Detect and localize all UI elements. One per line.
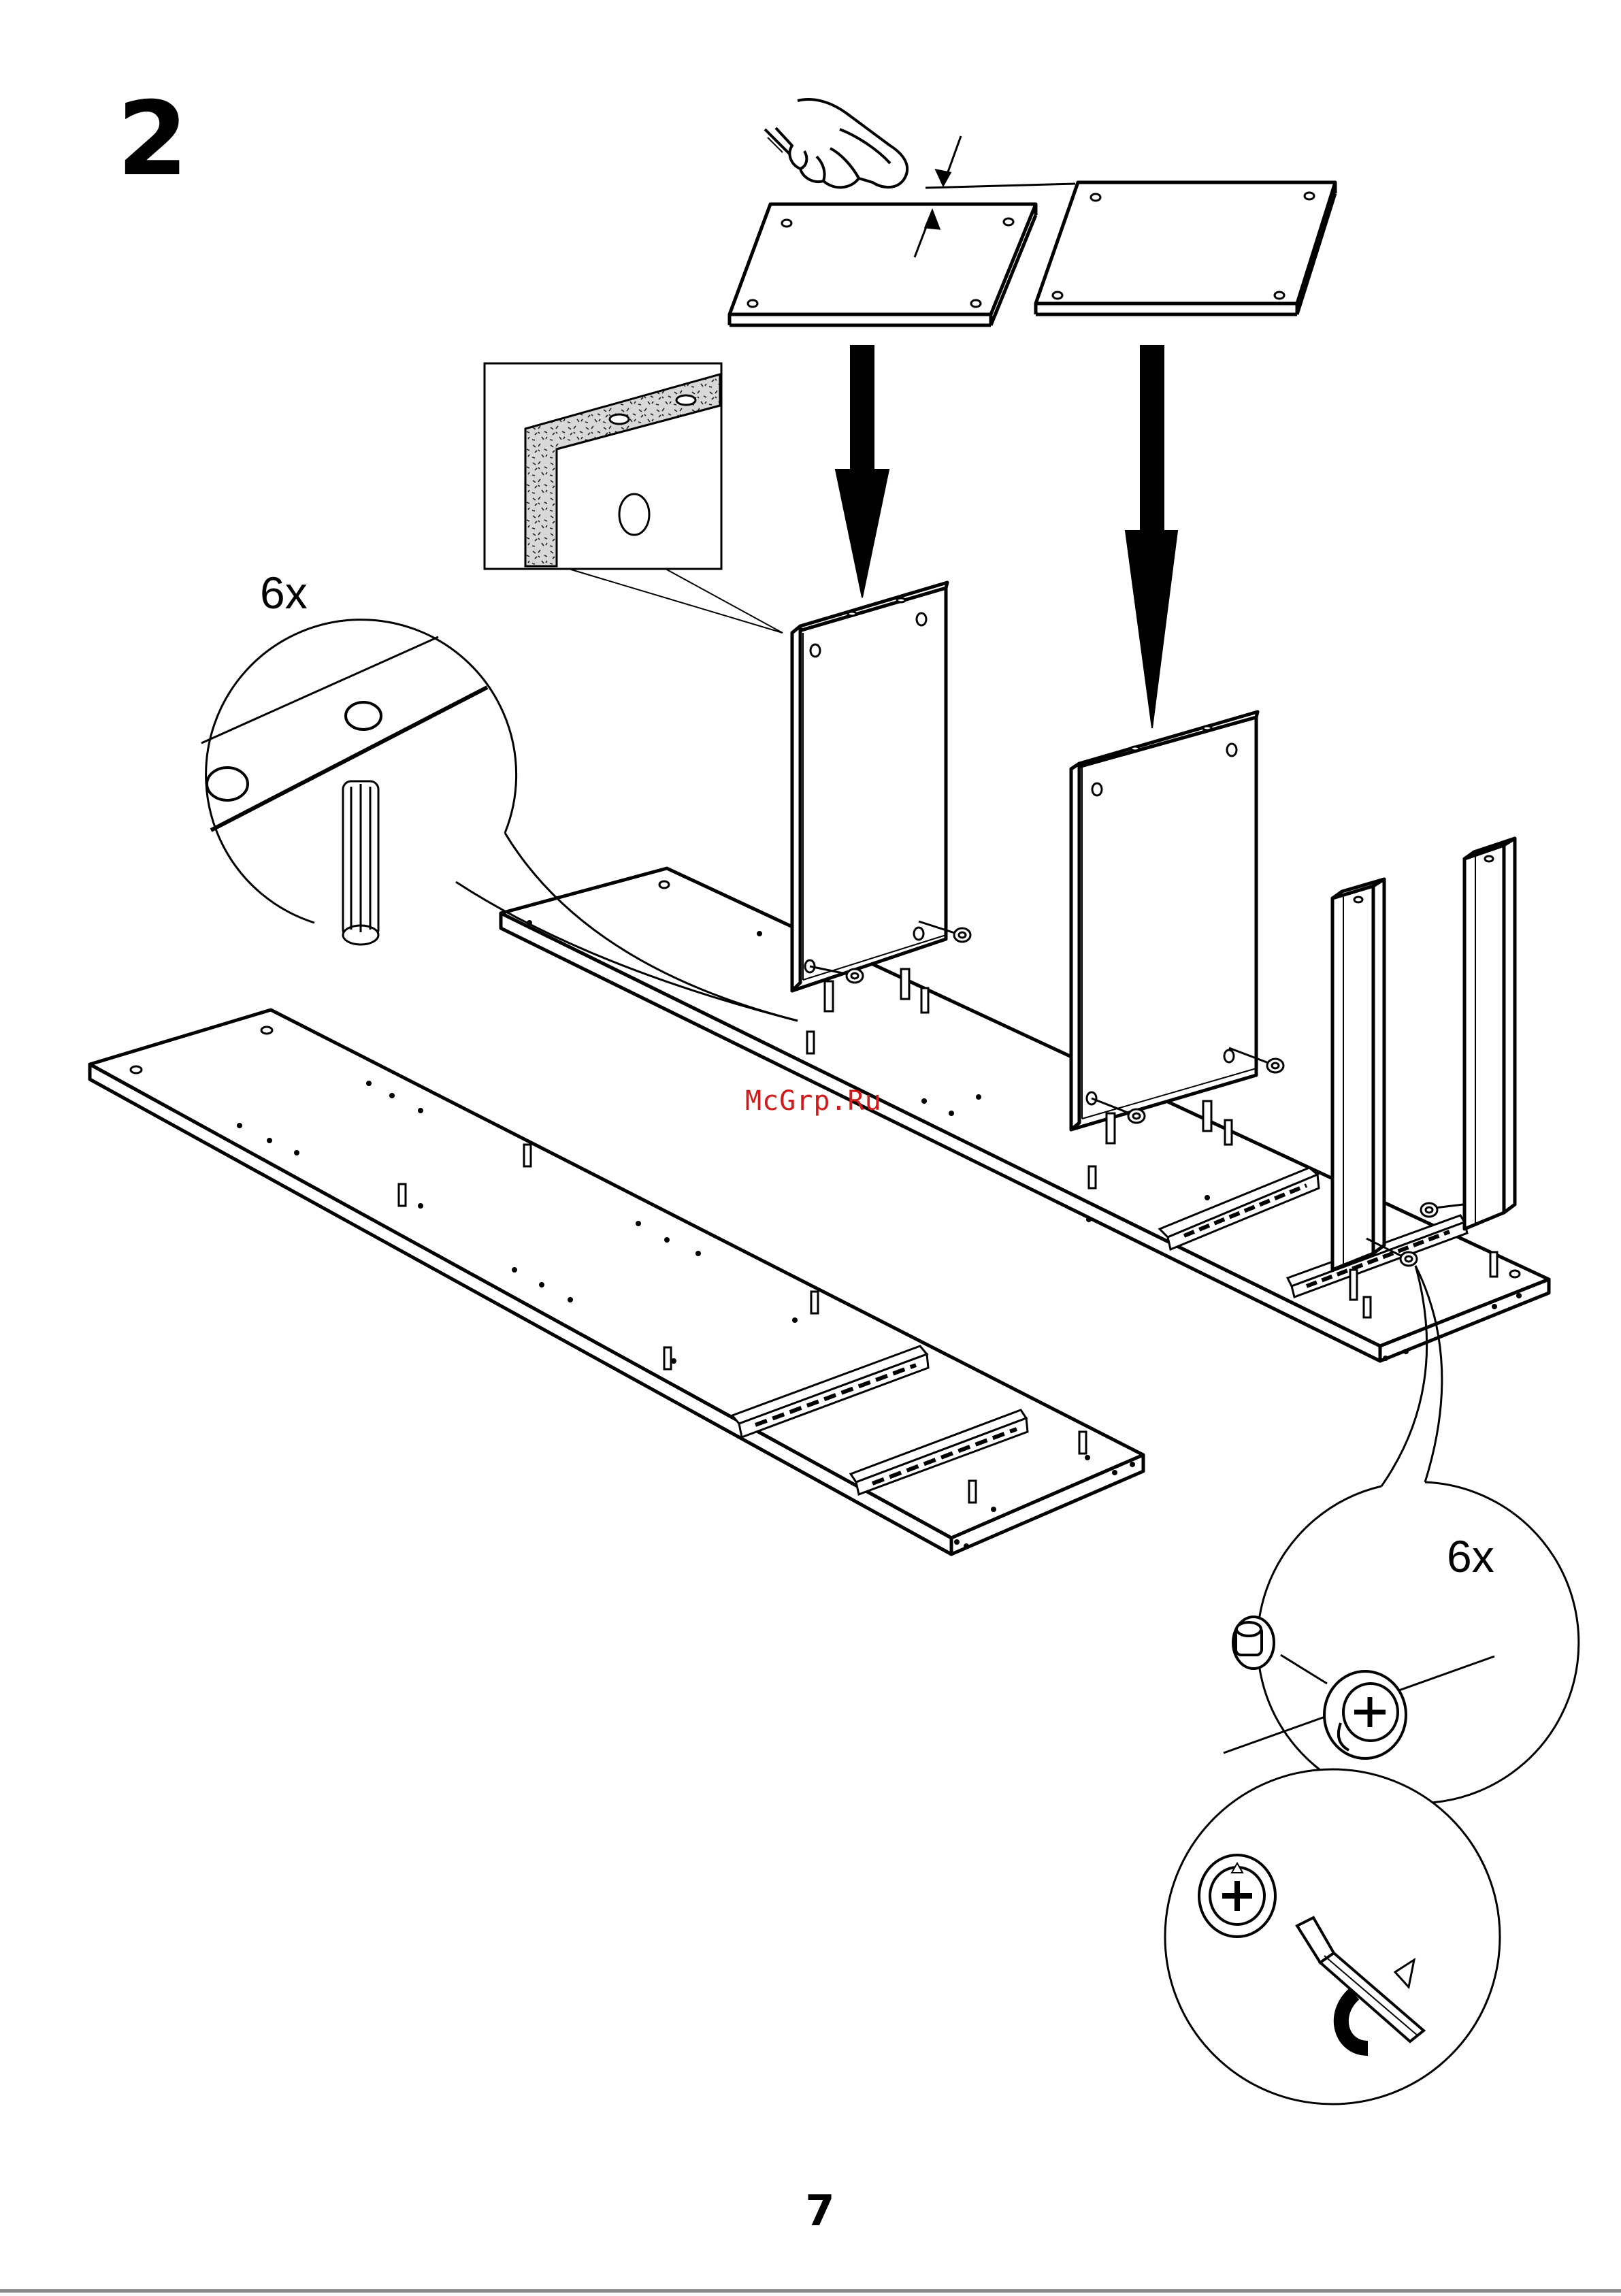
top-shelf-left bbox=[730, 204, 1036, 325]
cam-lock-tighten-callout bbox=[1165, 1769, 1500, 2104]
down-arrow-icon bbox=[836, 346, 889, 597]
dowel-quantity-label: 6x bbox=[260, 570, 308, 615]
page-number: 7 bbox=[789, 2190, 851, 2232]
step-number: 2 bbox=[117, 88, 188, 191]
down-arrow-icon bbox=[1126, 346, 1177, 728]
watermark: McGrp.Ru bbox=[745, 1087, 882, 1115]
top-shelf-right bbox=[1036, 182, 1335, 314]
cam-lock-quantity-label: 6x bbox=[1447, 1534, 1494, 1579]
cam-lock-icon bbox=[1199, 1855, 1275, 1937]
upright-left bbox=[1332, 879, 1384, 1270]
pressing-hand-icon bbox=[765, 99, 907, 187]
edge-detail-inset bbox=[485, 363, 783, 633]
bottom-rule bbox=[0, 2289, 1621, 2293]
side-panel-middle bbox=[1071, 712, 1258, 1130]
wooden-dowel-icon bbox=[343, 781, 378, 945]
upright-right bbox=[1464, 838, 1515, 1229]
